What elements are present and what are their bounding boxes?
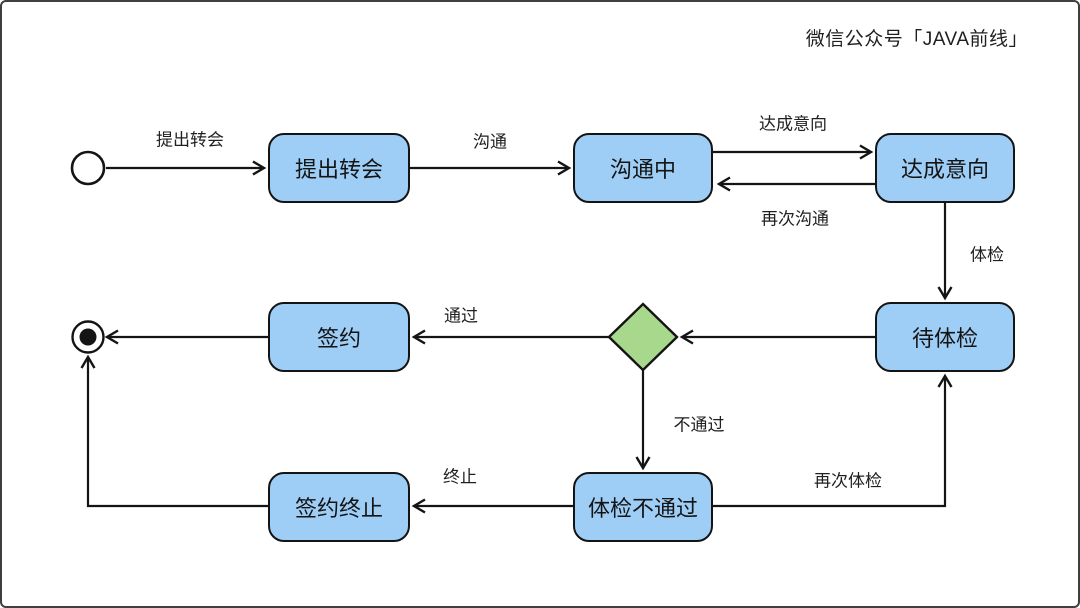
state-communicating-label: 沟通中 [609, 157, 676, 182]
edge-label-propose: 提出转会 [156, 130, 224, 150]
state-sign[interactable]: 签约 [268, 302, 410, 372]
state-intention-label: 达成意向 [900, 157, 989, 182]
state-sign-label: 签约 [316, 326, 361, 351]
state-pending-exam[interactable]: 待体检 [875, 302, 1015, 372]
state-pending-exam-label: 待体检 [911, 326, 978, 351]
edge-label-physical-exam: 体检 [970, 245, 1004, 265]
decision-node[interactable] [607, 302, 679, 372]
state-intention[interactable]: 达成意向 [875, 133, 1015, 203]
state-propose-label: 提出转会 [294, 157, 383, 182]
state-propose[interactable]: 提出转会 [268, 133, 410, 203]
final-state-node[interactable] [71, 320, 105, 354]
state-exam-failed-label: 体检不通过 [587, 496, 698, 521]
initial-state-node[interactable] [70, 150, 106, 186]
edge-label-re-communicate: 再次沟通 [761, 209, 829, 229]
edge-examfailed-pendingexam [712, 373, 953, 508]
edge-label-reach-intention: 达成意向 [759, 114, 827, 134]
edge-label-fail: 不通过 [673, 415, 725, 435]
edge-label-pass: 通过 [444, 306, 478, 326]
final-state-dot [79, 328, 97, 346]
edge-label-terminate: 终止 [443, 467, 477, 487]
watermark-text: 微信公众号「JAVA前线」 [805, 29, 1028, 50]
state-terminated-label: 签约终止 [294, 496, 383, 521]
edge-label-communicate: 沟通 [473, 132, 507, 152]
state-terminated[interactable]: 签约终止 [268, 472, 410, 542]
edge-label-re-exam: 再次体检 [814, 471, 882, 491]
edge-terminated-end [80, 354, 268, 508]
state-communicating[interactable]: 沟通中 [573, 133, 713, 203]
state-exam-failed[interactable]: 体检不通过 [573, 472, 713, 542]
